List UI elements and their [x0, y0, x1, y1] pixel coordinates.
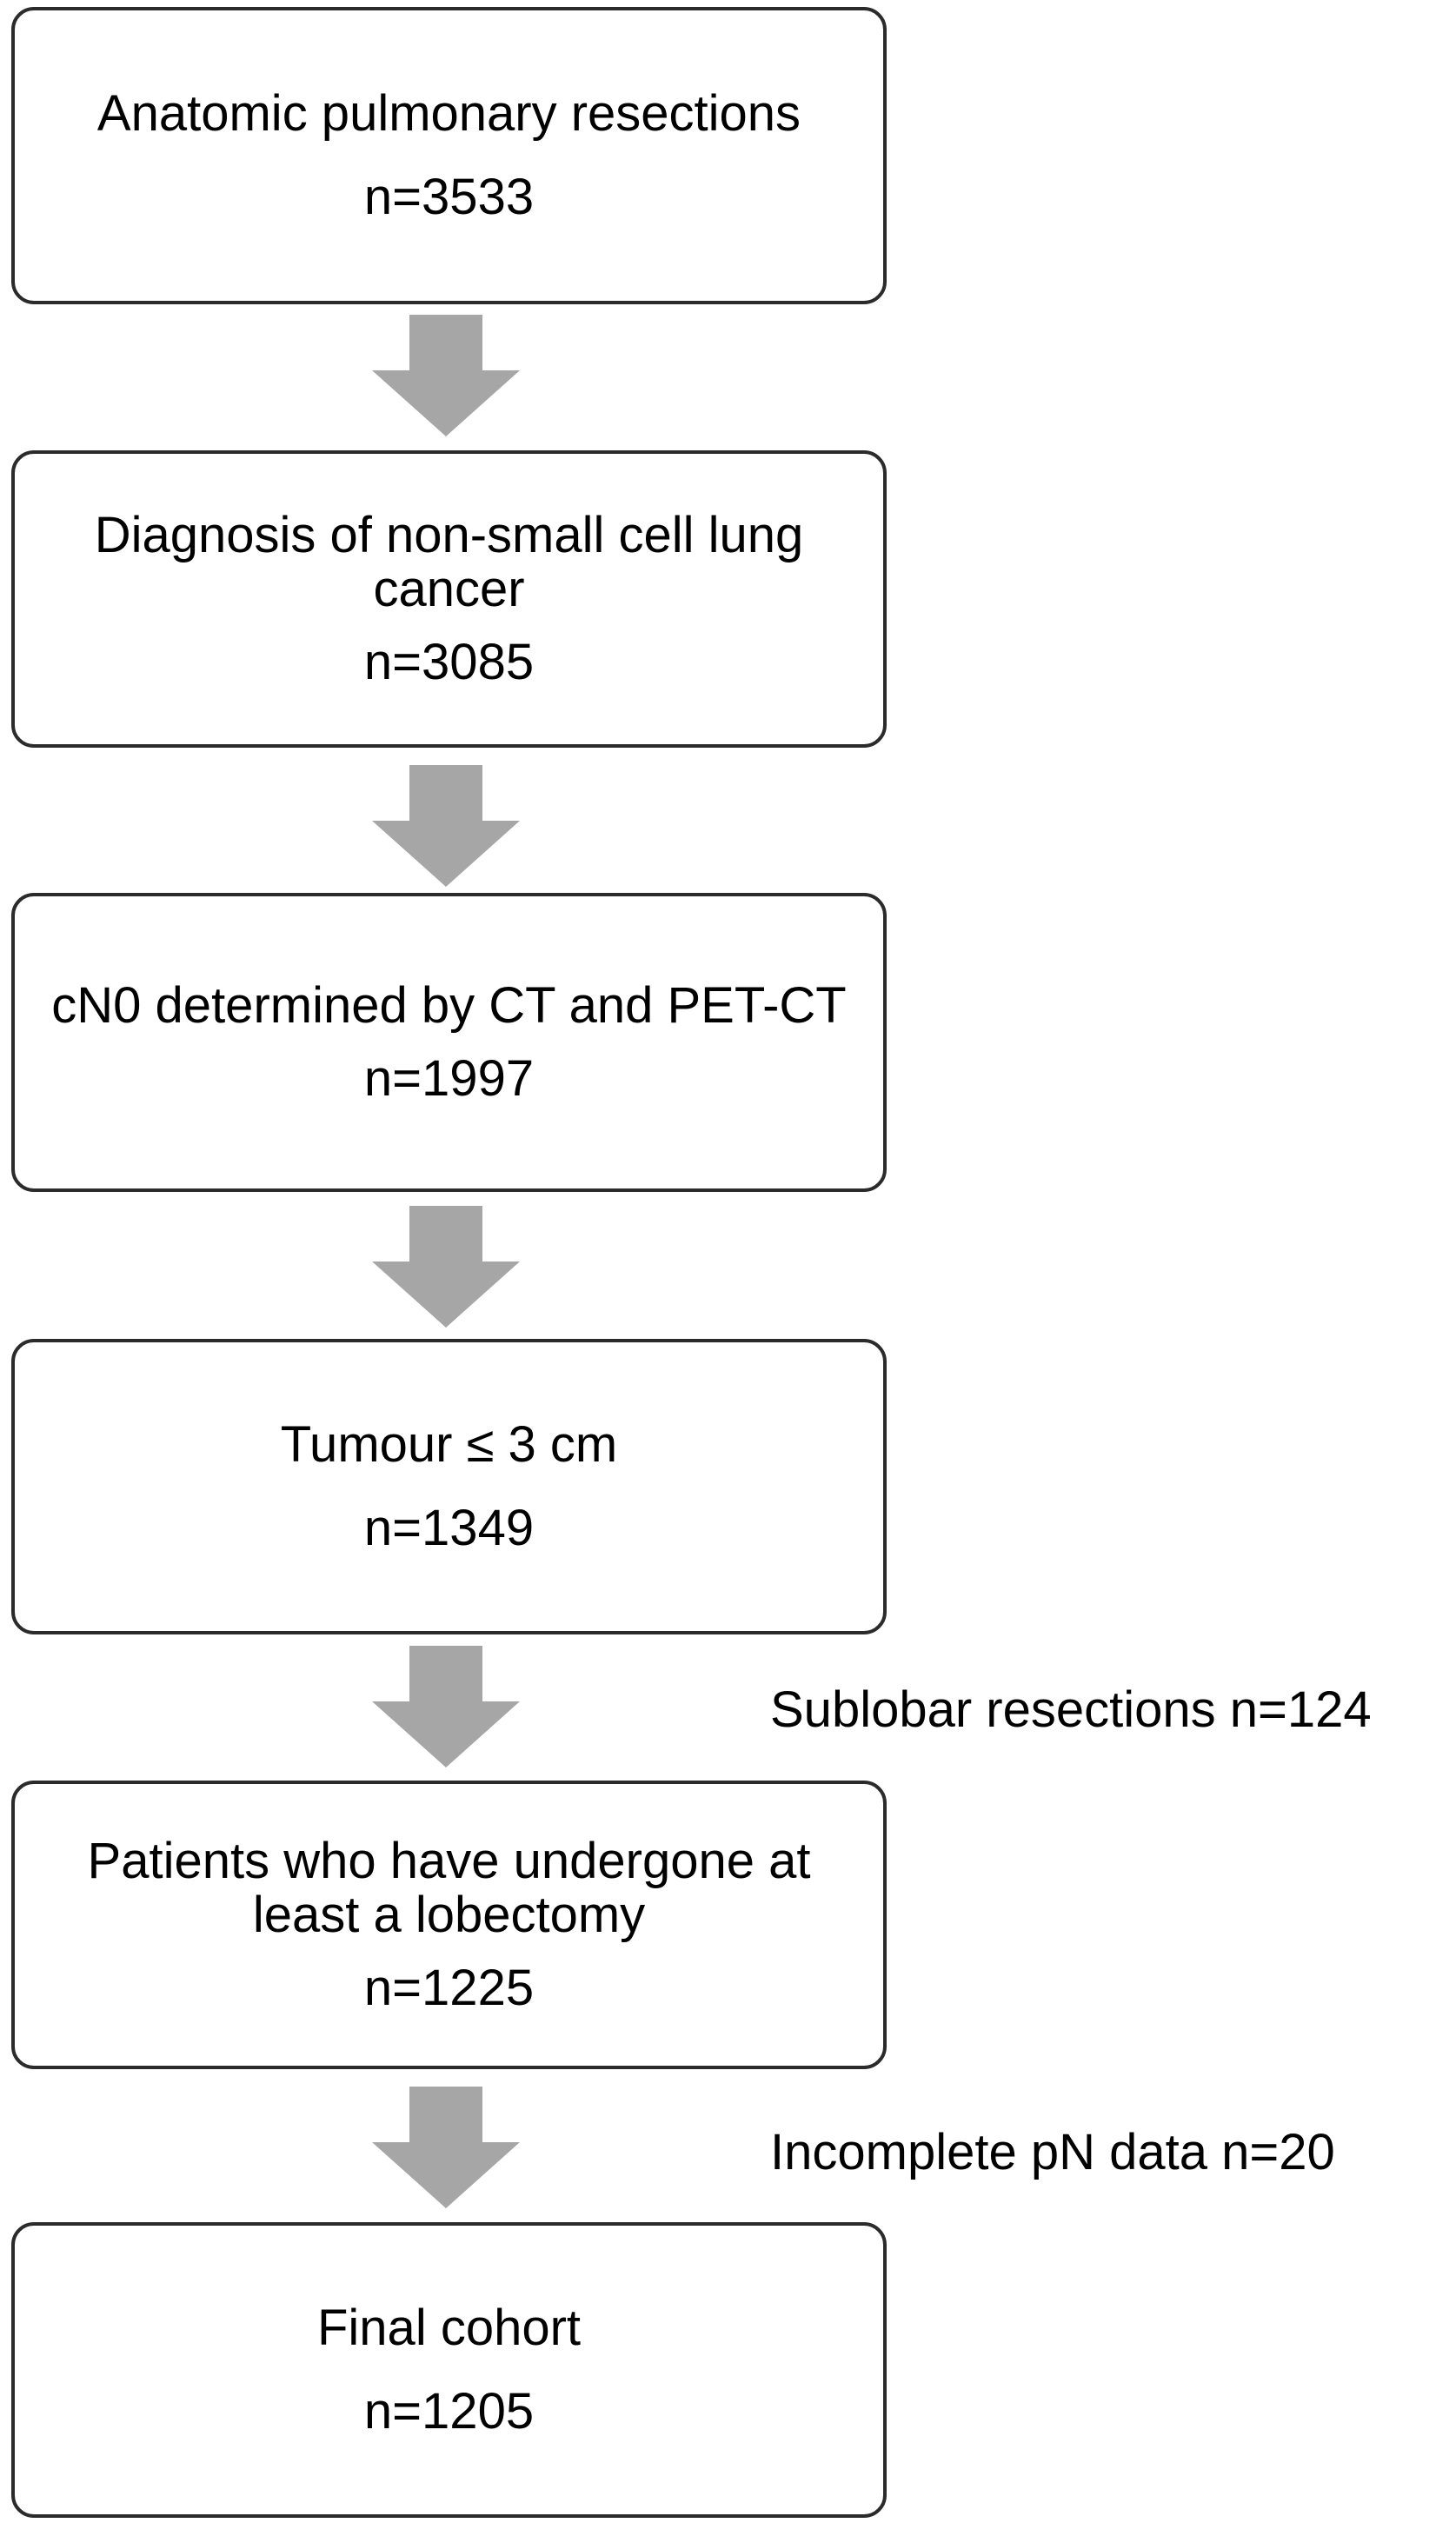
step-box-nsclc-diagnosis: Diagnosis of non-small cell lung cancer …	[11, 450, 887, 748]
step-box-lobectomy: Patients who have undergone at least a l…	[11, 1781, 887, 2069]
step-label: Anatomic pulmonary resections	[96, 85, 801, 142]
step-count: n=3533	[363, 169, 535, 225]
step-label: Patients who have undergone at least a l…	[87, 1833, 811, 1943]
down-arrow-icon	[372, 765, 520, 887]
down-arrow-icon	[372, 1206, 520, 1328]
step-count: n=1205	[363, 2383, 535, 2440]
step-box-final-cohort: Final cohort n=1205	[11, 2222, 887, 2518]
down-arrow-icon	[372, 2087, 520, 2208]
step-label: Diagnosis of non-small cell lung cancer	[94, 507, 804, 617]
step-count: n=1225	[363, 1960, 535, 2016]
step-box-cn0: cN0 determined by CT and PET-CT n=1997	[11, 893, 887, 1192]
exclusion-note-sublobar: Sublobar resections n=124	[770, 1681, 1372, 1738]
step-count: n=1349	[363, 1500, 535, 1556]
step-box-tumour-size: Tumour ≤ 3 cm n=1349	[11, 1339, 887, 1634]
down-arrow-icon	[372, 315, 520, 436]
step-count: n=3085	[363, 634, 535, 690]
step-label: cN0 determined by CT and PET-CT	[51, 977, 847, 1034]
step-count: n=1997	[363, 1050, 535, 1107]
step-box-anatomic-resections: Anatomic pulmonary resections n=3533	[11, 7, 887, 304]
down-arrow-icon	[372, 1646, 520, 1767]
step-label: Tumour ≤ 3 cm	[280, 1416, 618, 1473]
step-label: Final cohort	[316, 2300, 582, 2356]
exclusion-note-pn-data: Incomplete pN data n=20	[770, 2124, 1335, 2180]
